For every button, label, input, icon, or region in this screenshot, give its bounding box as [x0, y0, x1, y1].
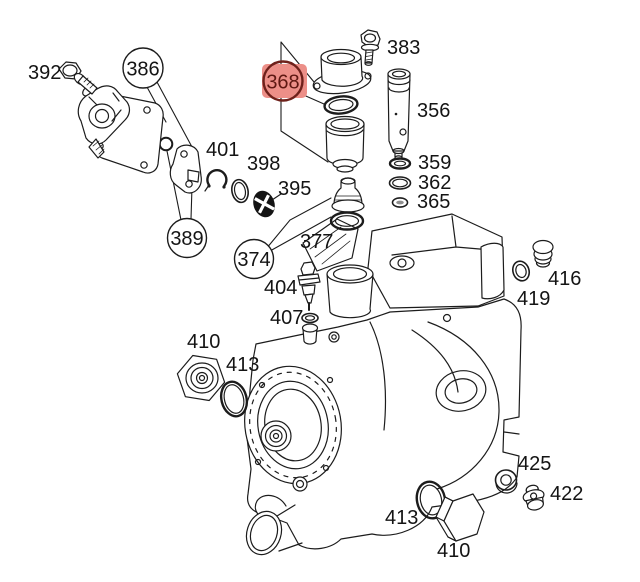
- nipple-fitting: [301, 323, 319, 345]
- o-ring-362: [388, 176, 412, 190]
- washer-425: [494, 469, 518, 494]
- part-label-398[interactable]: 398: [247, 153, 280, 175]
- part-label-368[interactable]: 368: [266, 72, 299, 94]
- part-label-386[interactable]: 386: [126, 59, 159, 81]
- callout-374[interactable]: 374: [233, 238, 275, 280]
- seal-359: [388, 157, 412, 170]
- callout-368-highlighted[interactable]: 368: [262, 60, 307, 102]
- o-ring-377: [329, 211, 365, 231]
- highlight-ring: [262, 60, 304, 102]
- part-label-395[interactable]: 395: [278, 178, 311, 200]
- part-label-401[interactable]: 401: [206, 139, 239, 161]
- part-label-404[interactable]: 404: [264, 277, 297, 299]
- part-label-416[interactable]: 416: [548, 268, 581, 290]
- pump-body: [244, 213, 522, 556]
- part-label-413-top[interactable]: 413: [226, 354, 259, 376]
- seal-ring-398: [231, 178, 249, 204]
- part-label-389[interactable]: 389: [170, 228, 203, 250]
- part-label-374[interactable]: 374: [237, 249, 270, 271]
- part-label-407[interactable]: 407: [270, 307, 303, 329]
- part-label-377[interactable]: 377: [300, 231, 333, 253]
- cap-assembly-368: [312, 48, 372, 173]
- part-labels: 392 383 356 359 362 365 401 398 395 377 …: [28, 37, 583, 562]
- highlight-box: [262, 64, 307, 98]
- vacuum-pump-part: [77, 85, 131, 159]
- part-label-413-bottom[interactable]: 413: [385, 507, 418, 529]
- snap-ring-401: [204, 169, 228, 192]
- bolt-392: [58, 61, 98, 95]
- part-label-356[interactable]: 356: [417, 100, 450, 122]
- part-label-392[interactable]: 392: [28, 62, 61, 84]
- part-label-410-bottom[interactable]: 410: [437, 540, 470, 562]
- part-label-410-top[interactable]: 410: [187, 331, 220, 353]
- seal-365: [391, 197, 409, 208]
- part-label-362[interactable]: 362: [418, 172, 451, 194]
- plug-422: [522, 484, 545, 511]
- sensor-404: [297, 261, 321, 311]
- hex-plug-410-bottom: [435, 493, 485, 542]
- part-label-425[interactable]: 425: [518, 453, 551, 475]
- seal-419: [511, 260, 531, 282]
- hex-plug-410-top: [176, 354, 226, 402]
- plug-416: [532, 239, 554, 268]
- feed-cone: [331, 177, 365, 213]
- bolt-383: [360, 29, 381, 66]
- small-o-ring: [158, 136, 174, 152]
- part-label-422[interactable]: 422: [550, 483, 583, 505]
- seal-407: [301, 312, 319, 324]
- part-label-419[interactable]: 419: [517, 288, 550, 310]
- part-label-383[interactable]: 383: [387, 37, 420, 59]
- callout-389[interactable]: 389: [166, 217, 208, 259]
- grommet-395: [253, 190, 275, 218]
- callout-386[interactable]: 386: [122, 47, 164, 89]
- valve-356: [387, 68, 411, 160]
- part-label-359[interactable]: 359: [418, 152, 451, 174]
- o-ring-413-top: [219, 380, 249, 418]
- part-label-365[interactable]: 365: [417, 191, 450, 213]
- gasket-part: [169, 144, 202, 194]
